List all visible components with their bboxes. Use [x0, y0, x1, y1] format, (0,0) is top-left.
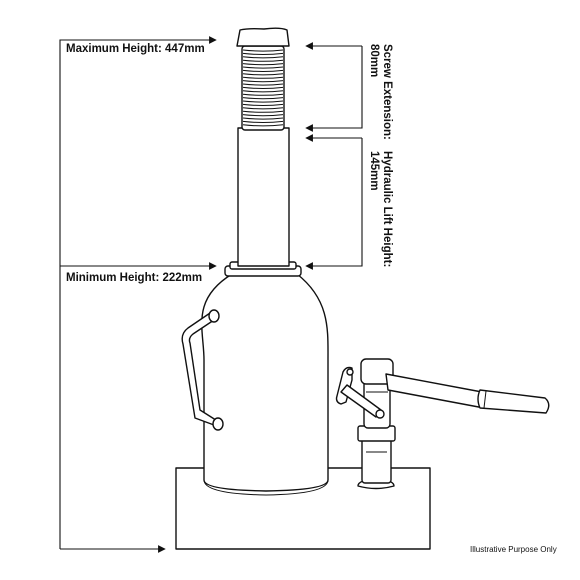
- hydraulic-ram: [237, 127, 290, 267]
- thread-line: [242, 93, 284, 96]
- bottle-jack: [175, 27, 550, 550]
- thread-line: [242, 66, 284, 69]
- thread-line: [242, 117, 284, 120]
- max-height-label: Maximum Height: 447mm: [66, 43, 205, 55]
- thread-line: [242, 86, 284, 89]
- extension-screw: [236, 27, 290, 131]
- cylinder-body: [201, 261, 329, 496]
- thread-line: [242, 80, 284, 83]
- screw-threads: [242, 49, 284, 127]
- thread-line: [242, 103, 284, 106]
- thread-line: [242, 110, 284, 113]
- thread-line: [242, 52, 284, 55]
- thread-line: [242, 73, 284, 76]
- screw-extension-text: Screw Extension:: [381, 44, 393, 140]
- thread-line: [242, 114, 284, 117]
- thread-line: [242, 49, 284, 52]
- thread-line: [242, 59, 284, 62]
- carry-handle: [181, 309, 224, 431]
- thread-line: [242, 97, 284, 100]
- thread-line: [242, 124, 284, 127]
- min-height-label: Minimum Height: 222mm: [66, 272, 202, 284]
- hydraulic-lift-text: Hydraulic Lift Height:: [381, 151, 393, 267]
- thread-line: [242, 56, 284, 59]
- dimension-lines-left: [59, 36, 217, 553]
- screw-extension-label: Screw Extension: 80mm: [368, 44, 393, 140]
- hydraulic-lift-value: 145mm: [368, 151, 380, 191]
- thread-line: [242, 107, 284, 110]
- dimension-lines-right: [305, 42, 363, 270]
- thread-line: [242, 120, 284, 123]
- illustrative-note: Illustrative Purpose Only: [470, 545, 557, 554]
- thread-line: [242, 76, 284, 79]
- thread-line: [242, 83, 284, 86]
- screw-extension-bracket: [305, 46, 363, 132]
- pump-handle: [335, 366, 550, 419]
- thread-line: [242, 63, 284, 66]
- thread-line: [242, 90, 284, 93]
- screw-extension-value: 80mm: [368, 44, 380, 77]
- hydraulic-lift-bracket: [305, 138, 363, 270]
- thread-line: [242, 69, 284, 72]
- hydraulic-lift-label: Hydraulic Lift Height: 145mm: [368, 151, 393, 267]
- pump-unit: [357, 358, 396, 490]
- thread-line: [242, 100, 284, 103]
- max-height-leader: [59, 36, 217, 549]
